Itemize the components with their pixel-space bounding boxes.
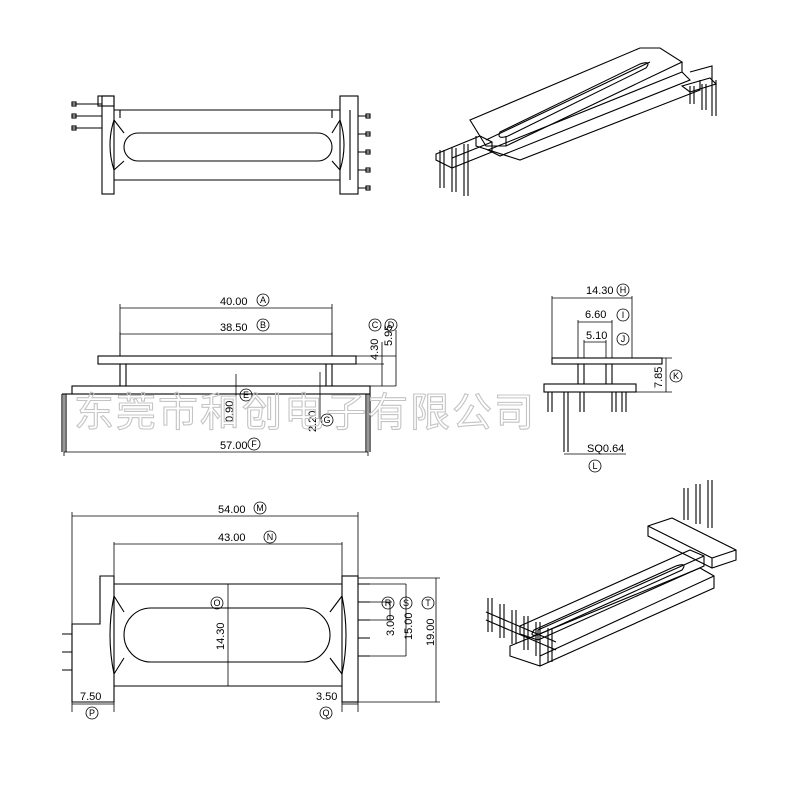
ref-C: C <box>372 320 379 330</box>
ref-G: G <box>323 415 330 425</box>
ref-L: L <box>592 461 597 471</box>
ref-S: S <box>403 598 409 608</box>
dim-value-C: 4.30 <box>369 339 381 360</box>
dim-value-S: 15.00 <box>403 612 415 640</box>
ref-B: B <box>260 320 266 330</box>
dim-value-R: 3.00 <box>385 615 397 636</box>
top-view <box>71 95 371 195</box>
dim-value-H: 14.30 <box>586 285 614 297</box>
ref-Q: Q <box>322 708 329 718</box>
ref-A: A <box>260 295 266 305</box>
dim-value-Q: 3.50 <box>316 691 337 703</box>
dim-value-E: 0.90 <box>224 401 236 422</box>
dim-value-G: 2.20 <box>307 411 319 432</box>
bottom-view <box>62 512 440 712</box>
ref-N: N <box>267 532 274 542</box>
side-view-dimensions <box>552 297 667 455</box>
front-view <box>61 304 396 456</box>
isometric-view-top <box>435 47 718 196</box>
dim-value-I: 6.60 <box>585 309 606 321</box>
ref-T: T <box>425 598 431 608</box>
ref-R: R <box>385 598 392 608</box>
ref-H: H <box>620 285 627 295</box>
dim-value-M: 54.00 <box>218 504 246 516</box>
ref-P: P <box>89 708 95 718</box>
ref-O: O <box>213 598 220 608</box>
dim-value-A: 40.00 <box>220 296 248 308</box>
ref-K: K <box>673 371 679 381</box>
ref-J: J <box>621 334 626 344</box>
dim-value-D: 5.95 <box>383 325 395 346</box>
bottom-view-dimensions <box>72 515 437 705</box>
ref-F: F <box>251 439 257 449</box>
dimension-labels: 40.00 38.50 4.30 5.95 0.90 57.00 2.20 14… <box>80 285 665 703</box>
dim-value-L: SQ0.64 <box>587 443 624 455</box>
company-watermark: 东莞市和创电子有限公司 <box>74 390 536 436</box>
front-view-dimensions <box>64 307 397 453</box>
reference-letters: A B C D E F G H I J K L M N O P Q R S T <box>89 285 679 718</box>
ref-D: D <box>388 320 395 330</box>
ref-E: E <box>243 390 249 400</box>
dim-value-B: 38.50 <box>220 322 248 334</box>
isometric-view-bottom <box>485 480 737 667</box>
ref-M: M <box>256 503 264 513</box>
dim-value-O: 14.30 <box>215 622 227 650</box>
ref-I: I <box>622 310 625 320</box>
dim-value-N: 43.00 <box>218 532 246 544</box>
dim-value-T: 19.00 <box>425 618 437 646</box>
dim-value-J: 5.10 <box>586 330 607 342</box>
dim-value-F: 57.00 <box>220 440 248 452</box>
dim-value-P: 7.50 <box>80 691 101 703</box>
reference-bubbles <box>85 283 683 720</box>
dim-value-K: 7.85 <box>653 367 665 388</box>
